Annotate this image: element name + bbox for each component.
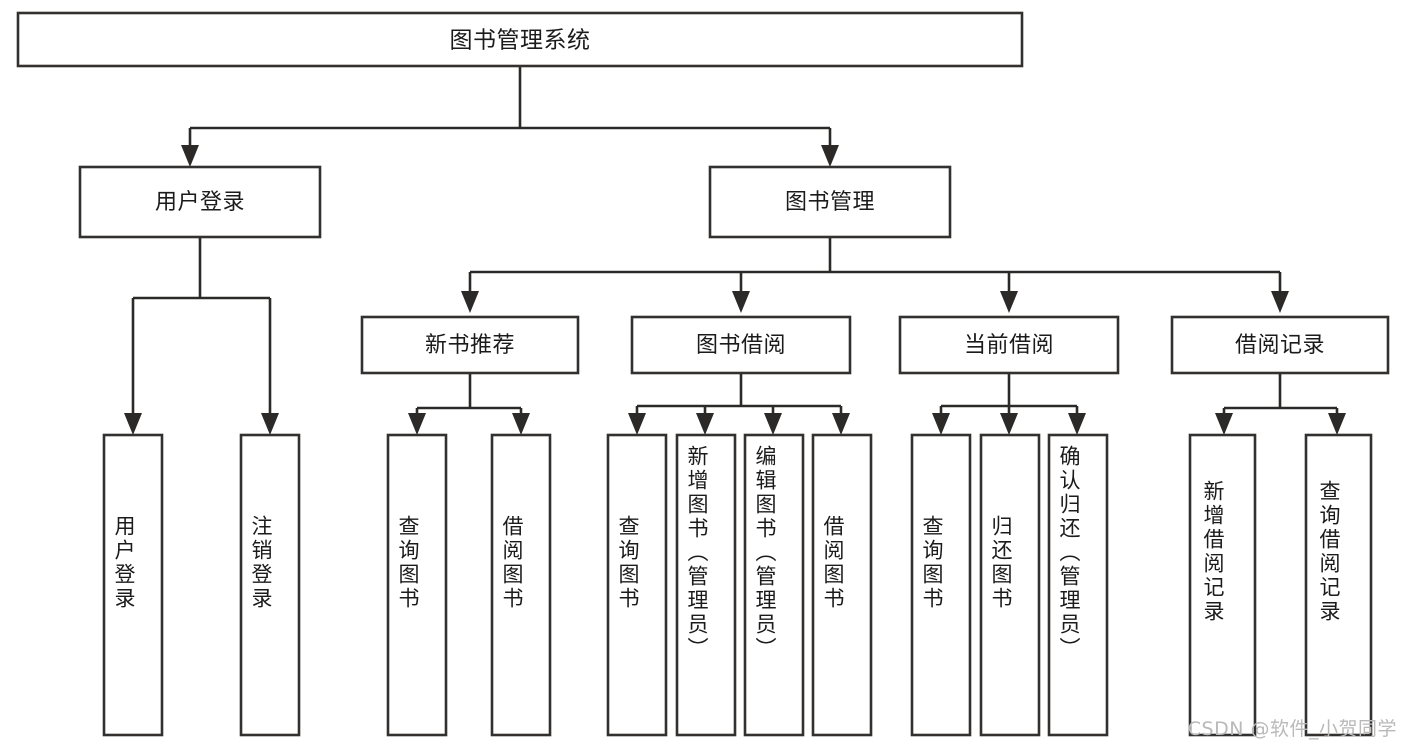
leaf-box-book-borrow-4[interactable] — [811, 433, 873, 737]
arrow-head-book-mgmt — [821, 145, 839, 167]
arrow-head-borrow-records — [1271, 291, 1289, 313]
arrow-head-book-borrow-leaf-4 — [832, 413, 850, 435]
leaf-box-new-book-1[interactable] — [386, 433, 448, 737]
node-book-management-label: 图书管理 — [785, 190, 875, 215]
node-new-book-recommend-box[interactable] — [360, 315, 580, 375]
node-book-borrow[interactable]: 图书借阅 — [630, 315, 852, 375]
node-current-borrow-box[interactable] — [898, 315, 1120, 375]
leaf-box-borrow-records-2[interactable] — [1304, 433, 1373, 737]
node-book-borrow-label: 图书借阅 — [696, 333, 786, 358]
arrow-head-book-borrow-leaf-3 — [764, 413, 782, 435]
arrow-head-new-book — [461, 291, 479, 313]
node-root-system[interactable]: 图书管理系统 — [16, 11, 1024, 68]
leaf-box-current-borrow-3[interactable] — [1047, 433, 1109, 737]
leaf-box-book-borrow-2[interactable] — [675, 433, 737, 737]
leaf-box-book-borrow-1[interactable] — [606, 433, 668, 737]
node-root-system-box[interactable] — [16, 11, 1024, 68]
arrow-head-book-borrow-leaf-2 — [696, 413, 714, 435]
arrow-head-current-borrow-leaf-2 — [1000, 413, 1018, 435]
leaf-box-user-login-1[interactable] — [102, 433, 164, 737]
node-root-system-label: 图书管理系统 — [450, 28, 591, 54]
arrow-head-user-login-leaf-2 — [261, 413, 279, 435]
arrow-head-new-book-leaf-2 — [512, 413, 530, 435]
node-current-borrow-label: 当前借阅 — [964, 333, 1054, 358]
arrow-head-user-login — [181, 145, 199, 167]
arrow-head-new-book-leaf-1 — [408, 413, 426, 435]
leaf-box-user-login-2[interactable] — [239, 433, 301, 737]
arrow-head-current-borrow-leaf-3 — [1068, 413, 1086, 435]
arrow-head-book-borrow-leaf-1 — [628, 413, 646, 435]
node-new-book-recommend[interactable]: 新书推荐 — [360, 315, 580, 375]
node-book-management[interactable]: 图书管理 — [708, 165, 952, 239]
leaf-box-borrow-records-1[interactable] — [1188, 433, 1257, 737]
leaf-box-current-borrow-1[interactable] — [910, 433, 972, 737]
arrow-head-borrow-records-leaf-1 — [1215, 413, 1233, 435]
arrow-head-current-borrow-leaf-1 — [932, 413, 950, 435]
leaf-box-current-borrow-2[interactable] — [979, 433, 1041, 737]
node-new-book-recommend-label: 新书推荐 — [425, 333, 515, 358]
arrow-head-book-borrow — [732, 291, 750, 313]
arrow-head-current-borrow — [1000, 291, 1018, 313]
arrow-head-user-login-leaf-1 — [124, 413, 142, 435]
watermark-text: CSDN @软件_小贺同学 — [1187, 718, 1397, 740]
node-book-management-box[interactable] — [708, 165, 952, 239]
node-borrow-records-box[interactable] — [1170, 315, 1390, 375]
node-borrow-records[interactable]: 借阅记录 — [1170, 315, 1390, 375]
node-user-login-box[interactable] — [78, 165, 322, 239]
node-user-login-label: 用户登录 — [155, 190, 245, 215]
node-current-borrow[interactable]: 当前借阅 — [898, 315, 1120, 375]
node-book-borrow-box[interactable] — [630, 315, 852, 375]
arrow-head-borrow-records-leaf-2 — [1328, 413, 1346, 435]
leaf-box-book-borrow-3[interactable] — [743, 433, 805, 737]
connector-layer — [124, 66, 1346, 435]
leaf-box-new-book-2[interactable] — [490, 433, 552, 737]
node-borrow-records-label: 借阅记录 — [1235, 333, 1325, 358]
node-user-login[interactable]: 用户登录 — [78, 165, 322, 239]
